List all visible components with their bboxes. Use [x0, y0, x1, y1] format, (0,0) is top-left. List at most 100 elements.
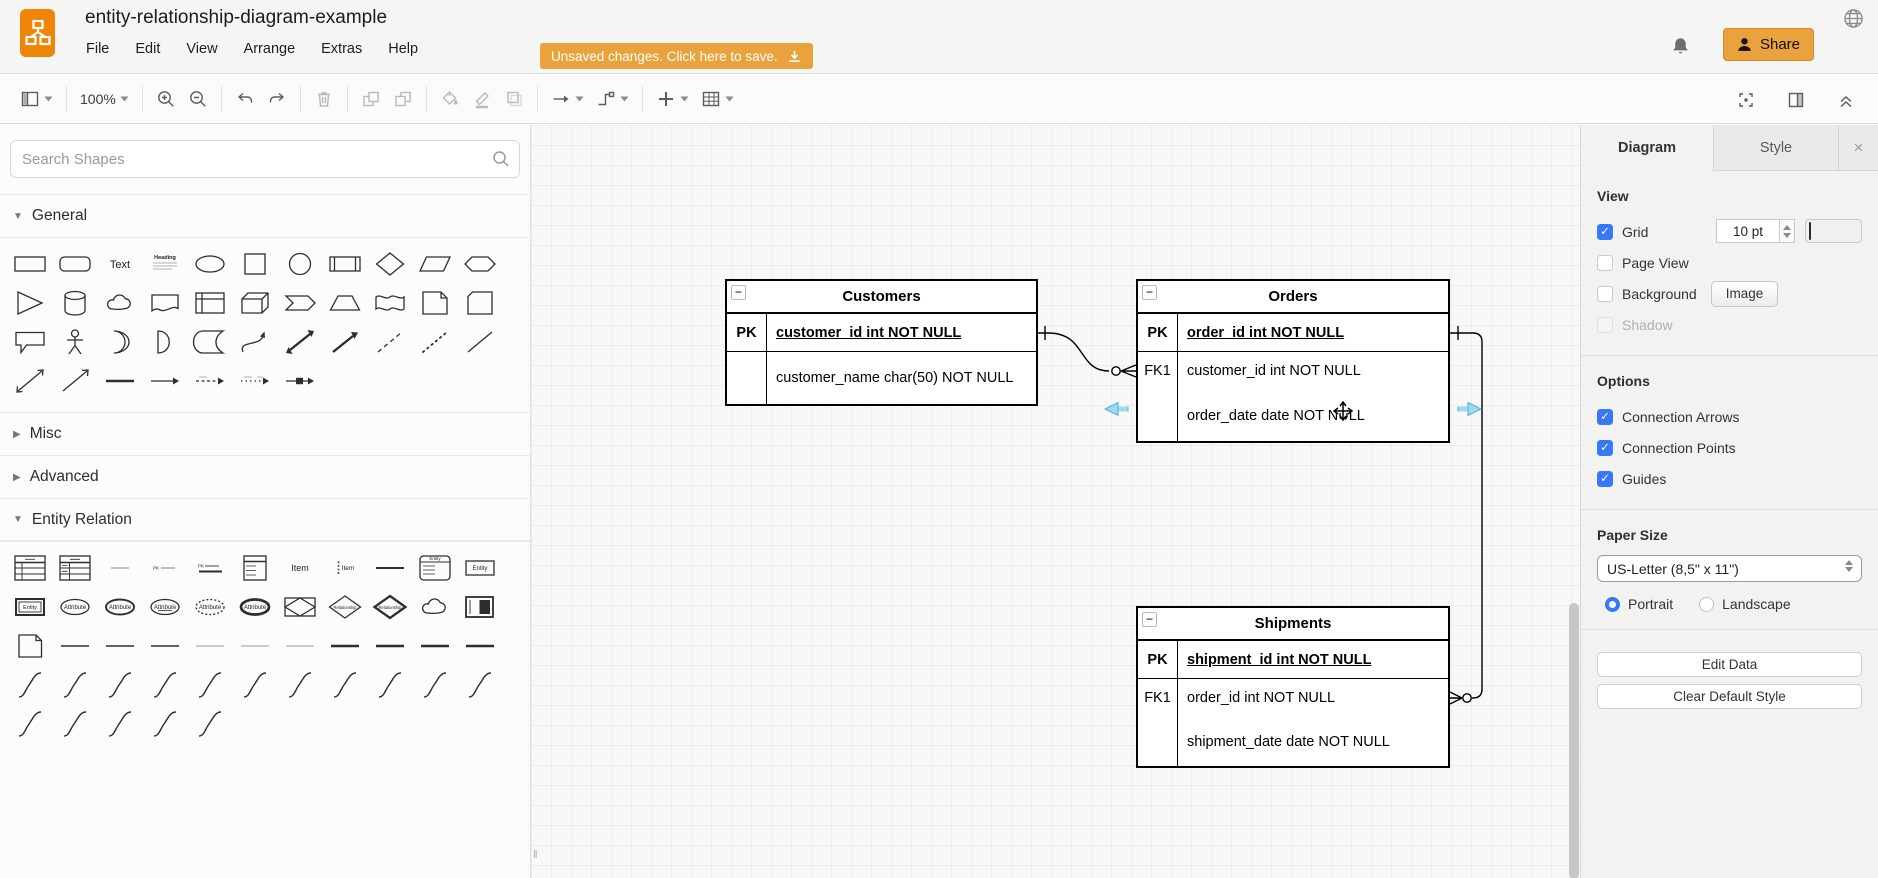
grid-size-stepper[interactable]: [1780, 219, 1795, 243]
unsaved-changes-button[interactable]: Unsaved changes. Click here to save.: [540, 43, 813, 69]
shape-edge-3[interactable]: [97, 665, 142, 704]
sidebar-section-misc[interactable]: ▶Misc: [0, 412, 530, 455]
toolbar-fullscreen-button[interactable]: [1730, 86, 1762, 114]
clear-default-style-button[interactable]: Clear Default Style: [1597, 684, 1862, 709]
er-row[interactable]: order_date date NOT NULL: [1138, 390, 1448, 441]
shape-actor[interactable]: [52, 322, 97, 361]
toolbar-zoom-in-button[interactable]: [150, 85, 182, 113]
toolbar-line-color-button[interactable]: [466, 85, 498, 113]
page-view-checkbox[interactable]: [1597, 254, 1613, 271]
toolbar-undo-button[interactable]: [229, 85, 261, 113]
shape-attribute-2[interactable]: Attribute: [97, 587, 142, 626]
shadow-checkbox[interactable]: [1597, 316, 1613, 333]
shape-cube[interactable]: [232, 283, 277, 322]
shape-entity-2[interactable]: Entity: [7, 587, 52, 626]
connection-arrows-checkbox[interactable]: [1597, 408, 1613, 425]
sidebar-section-general[interactable]: ▼General: [0, 194, 530, 237]
menu-file[interactable]: File: [86, 41, 110, 57]
toolbar-view-panels-button[interactable]: [14, 85, 59, 113]
shape-er-line[interactable]: [367, 548, 412, 587]
shape-edge-15[interactable]: [142, 704, 187, 743]
edit-data-button[interactable]: Edit Data: [1597, 652, 1862, 677]
shape-line-9[interactable]: [412, 626, 457, 665]
shape-curve[interactable]: [232, 322, 277, 361]
shape-er-row[interactable]: [97, 548, 142, 587]
shape-er-item-text[interactable]: Item: [277, 548, 322, 587]
landscape-radio[interactable]: Landscape: [1699, 596, 1791, 612]
toolbar-insert-button[interactable]: [650, 85, 695, 113]
grid-checkbox[interactable]: [1597, 223, 1613, 240]
sidebar-section-advanced[interactable]: ▶Advanced: [0, 455, 530, 498]
tab-diagram[interactable]: Diagram: [1581, 125, 1714, 171]
shape-relationship-2[interactable]: Relationship: [367, 587, 412, 626]
share-button[interactable]: Share: [1723, 28, 1814, 61]
shape-diamond[interactable]: [367, 244, 412, 283]
guides-checkbox[interactable]: [1597, 470, 1613, 487]
er-table-header[interactable]: Orders: [1138, 281, 1448, 314]
shape-text[interactable]: Text: [97, 244, 142, 283]
toolbar-to-back-button[interactable]: [387, 85, 419, 113]
shape-rounded-rectangle[interactable]: [52, 244, 97, 283]
shape-edge-8[interactable]: [322, 665, 367, 704]
background-image-button[interactable]: Image: [1710, 280, 1779, 307]
shape-edge-16[interactable]: [187, 704, 232, 743]
shape-line-7[interactable]: [322, 626, 367, 665]
shape-dotted-line[interactable]: [412, 322, 457, 361]
shape-edge-2[interactable]: [52, 665, 97, 704]
shape-callout[interactable]: [7, 322, 52, 361]
shape-or[interactable]: [97, 322, 142, 361]
shape-er-entity-rows[interactable]: Entity: [412, 548, 457, 587]
shape-er-frame[interactable]: [457, 587, 502, 626]
shape-er-table-2[interactable]: [52, 548, 97, 587]
toolbar-zoom-level-button[interactable]: 100%: [74, 87, 135, 111]
shape-line-4[interactable]: [187, 626, 232, 665]
document-title[interactable]: entity-relationship-diagram-example: [85, 7, 388, 28]
shape-rectangle[interactable]: [7, 244, 52, 283]
portrait-radio[interactable]: Portrait: [1605, 596, 1673, 612]
menu-help[interactable]: Help: [388, 41, 419, 57]
shape-cylinder[interactable]: [52, 283, 97, 322]
shape-edge-13[interactable]: [52, 704, 97, 743]
toolbar-shadow-button[interactable]: [498, 85, 530, 113]
menu-view[interactable]: View: [186, 41, 218, 57]
shape-textbox[interactable]: Heading: [142, 244, 187, 283]
shape-line-5[interactable]: [232, 626, 277, 665]
shape-edge-4[interactable]: [142, 665, 187, 704]
menu-extras[interactable]: Extras: [321, 41, 363, 57]
toolbar-zoom-out-button[interactable]: [182, 85, 214, 113]
shape-hexagon[interactable]: [457, 244, 502, 283]
shape-edge-9[interactable]: [367, 665, 412, 704]
shape-er-row-pk[interactable]: PK: [142, 548, 187, 587]
background-checkbox[interactable]: [1597, 285, 1613, 302]
shape-edge-10[interactable]: [412, 665, 457, 704]
toolbar-collapse-button[interactable]: [1830, 86, 1862, 114]
shape-arrow[interactable]: [322, 322, 367, 361]
grid-size-input[interactable]: [1716, 219, 1780, 243]
shape-line-3[interactable]: [142, 626, 187, 665]
shape-edge-1[interactable]: [7, 665, 52, 704]
shape-document[interactable]: [142, 283, 187, 322]
shape-card[interactable]: [457, 283, 502, 322]
shape-edge-12[interactable]: [7, 704, 52, 743]
shape-er-item[interactable]: Item: [322, 548, 367, 587]
shape-line-1[interactable]: [52, 626, 97, 665]
shape-circle[interactable]: [277, 244, 322, 283]
menu-edit[interactable]: Edit: [135, 41, 161, 57]
shape-internal-storage[interactable]: [187, 283, 232, 322]
shape-tape[interactable]: [367, 283, 412, 322]
shape-er-cloud[interactable]: [412, 587, 457, 626]
shape-edge-11[interactable]: [457, 665, 502, 704]
shape-er-table[interactable]: [7, 548, 52, 587]
shape-edge-7[interactable]: [277, 665, 322, 704]
menu-arrange[interactable]: Arrange: [243, 41, 296, 57]
toolbar-table-button[interactable]: [695, 85, 740, 113]
shape-dotted-connector[interactable]: [232, 361, 277, 400]
connection-arrow-left-icon[interactable]: [1103, 401, 1129, 417]
connection-arrow-right-icon[interactable]: [1457, 401, 1483, 417]
er-row[interactable]: customer_name char(50) NOT NULL: [727, 352, 1036, 404]
shape-attribute-multi[interactable]: Attribute: [232, 587, 277, 626]
toolbar-waypoints-button[interactable]: [590, 85, 635, 113]
